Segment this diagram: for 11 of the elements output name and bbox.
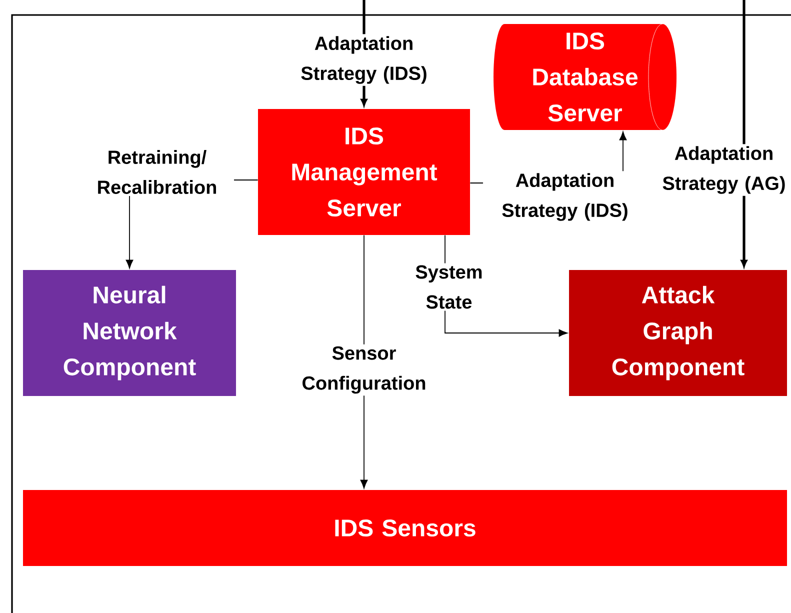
sensors-bar: IDS Sensors [23,490,788,566]
edge-label: Retraining/ Recalibration [80,148,234,196]
server-box: IDS Management Server [258,109,470,235]
edge-label: Sensor Configuration [287,344,441,396]
edge-label: Adaptation Strategy (IDS) [292,34,436,86]
database-cylinder: IDS Database Server [494,24,676,130]
component-box: Attack Graph Component [569,270,788,396]
component-box: Neural Network Component [23,270,236,396]
edge-label: System State [407,263,491,311]
edge-label: Adaptation Strategy (IDS) [483,171,647,223]
edge-label: Adaptation Strategy (AG) [657,144,791,196]
